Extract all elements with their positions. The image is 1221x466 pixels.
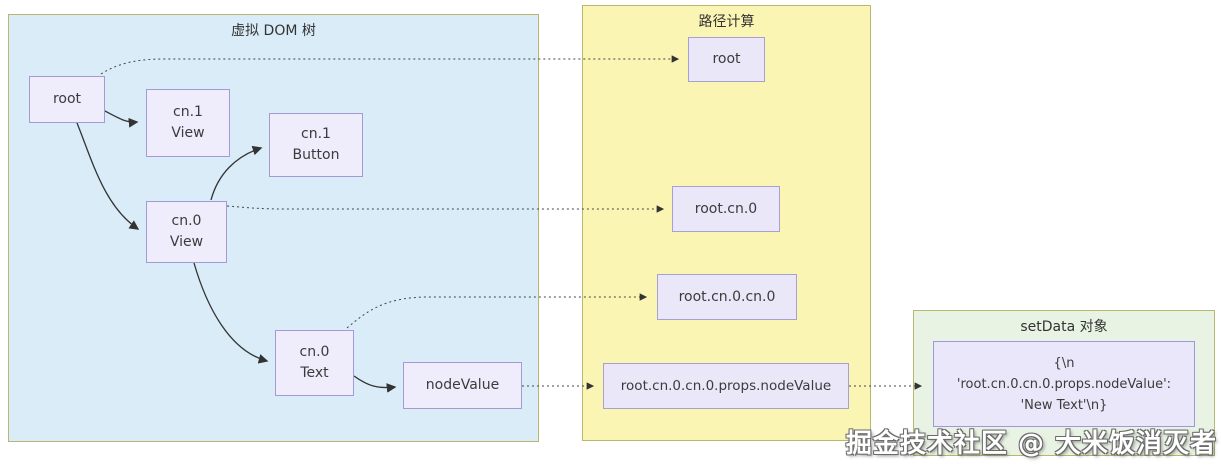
setdata-object-line1: {\n [1053,355,1075,371]
vdom-node-cn0-text-line2: Text [300,365,329,381]
path-node-root-label: root [712,51,741,67]
vdom-node-cn1-button-line1: cn.1 [301,126,331,142]
path-calculation-title: 路径计算 [698,14,755,30]
path-node-cn0-label: root.cn.0 [694,200,758,217]
vdom-node-cn1-view-line1: cn.1 [173,104,203,120]
path-node-cn0-cn0: root.cn.0.cn.0 [657,274,797,320]
setdata-object-box: {\n 'root.cn.0.cn.0.props.nodeValue': 'N… [933,341,1195,427]
vdom-node-cn1-view: cn.1 View [146,89,230,157]
setdata-object-title: setData 对象 [1020,319,1108,335]
virtual-dom-tree-title: 虚拟 DOM 树 [231,23,316,39]
path-node-root: root [688,37,765,82]
path-node-cn0-cn0-label: root.cn.0.cn.0 [678,288,776,305]
vdom-node-root: root [29,76,105,123]
vdom-node-root-label: root [52,91,82,107]
path-node-props-nodevalue-label: root.cn.0.cn.0.props.nodeValue [620,377,832,394]
setdata-object-line2: 'root.cn.0.cn.0.props.nodeValue': [956,376,1172,392]
vdom-node-cn0-view-line1: cn.0 [171,213,202,229]
vdom-node-cn1-button-line2: Button [292,147,340,163]
path-node-props-nodevalue: root.cn.0.cn.0.props.nodeValue [603,363,849,409]
vdom-node-cn0-view: cn.0 View [146,201,227,263]
vdom-node-nodevalue-label: nodeValue [425,377,500,393]
vdom-node-cn0-view-line2: View [169,234,204,250]
vdom-node-cn1-view-line2: View [171,125,205,141]
vdom-node-nodevalue: nodeValue [403,362,522,409]
path-node-cn0: root.cn.0 [672,186,780,232]
watermark: 掘金技术社区 @ 大米饭消灭者 [845,429,1217,459]
vdom-node-cn0-text: cn.0 Text [275,330,354,396]
setdata-object-line3: 'New Text'\n} [1020,397,1108,413]
vdom-node-cn0-text-line1: cn.0 [299,344,330,360]
vdom-node-cn1-button: cn.1 Button [269,113,363,177]
